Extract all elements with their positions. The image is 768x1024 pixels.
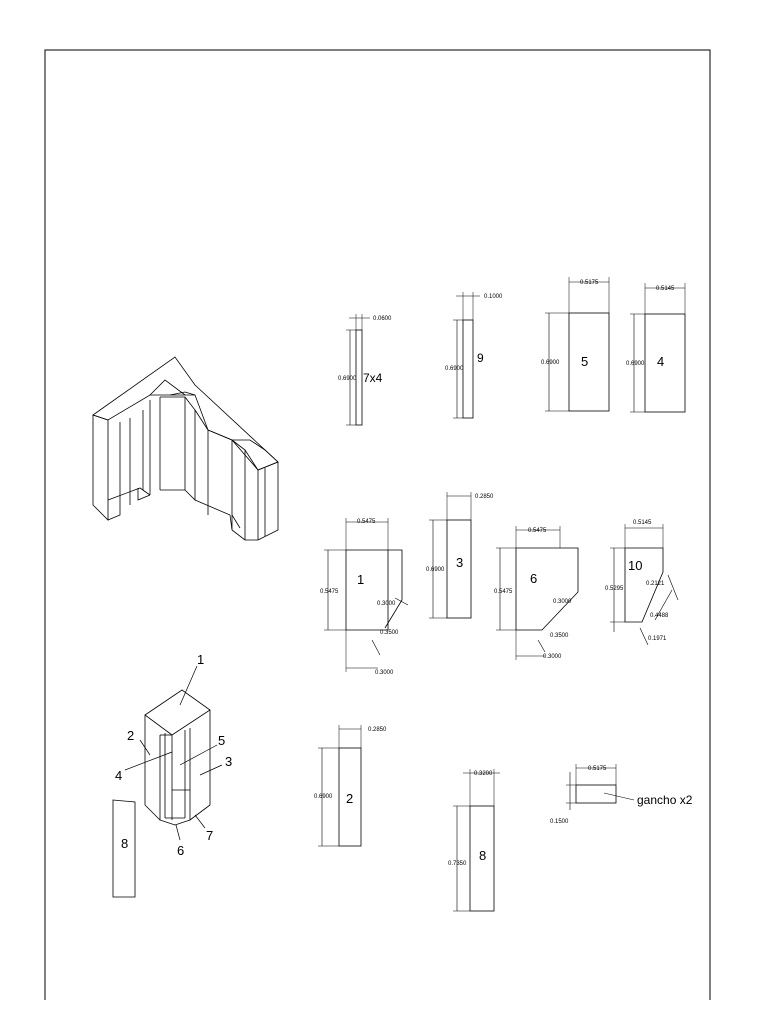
part-4-height: 0.6900 xyxy=(626,361,645,367)
part-4-width: 0.5145 xyxy=(656,286,675,292)
part-9-width: 0.1000 xyxy=(484,294,503,300)
part-3-height: 0.6900 xyxy=(426,567,445,573)
part-7-height: 0.6900 xyxy=(338,376,357,382)
part-1-d1: 0.3000 xyxy=(377,601,396,607)
part-10-d1: 0.2121 xyxy=(646,581,665,587)
part-1-height: 0.5475 xyxy=(320,589,339,595)
part-9-height: 0.6900 xyxy=(445,366,464,372)
part-3-width: 0.2850 xyxy=(475,494,494,500)
part-2-width: 0.2850 xyxy=(368,727,387,733)
part-10-d2: 0.4488 xyxy=(650,613,669,619)
callout-labels: 1 2 3 4 5 6 7 xyxy=(115,652,232,858)
part-3: 0.6900 0.2850 3 xyxy=(426,492,494,619)
part-9: 0.6900 0.1000 9 xyxy=(445,292,503,419)
part-6-width: 0.5475 xyxy=(528,528,547,534)
part-8-width: 0.3200 xyxy=(474,771,493,777)
callout-5: 5 xyxy=(218,733,225,748)
part-5: 0.6900 0.5175 5 xyxy=(541,277,610,412)
part-4: 0.6900 0.5145 4 xyxy=(626,283,686,413)
part-gancho-width: 0.5175 xyxy=(588,766,607,772)
part-3-label: 3 xyxy=(456,555,463,570)
part-5-height: 0.6900 xyxy=(541,360,560,366)
callout-3: 3 xyxy=(225,754,232,769)
part-2-label: 2 xyxy=(346,791,353,806)
part-6: 0.5475 0.5475 0.3000 0.3500 0.3000 6 xyxy=(494,526,579,660)
part-10-width: 0.5145 xyxy=(633,520,652,526)
callout-4: 4 xyxy=(115,768,122,783)
part-5-width: 0.5175 xyxy=(580,280,599,286)
part-8-height: 0.7350 xyxy=(448,861,467,867)
door-8: 8 xyxy=(112,799,136,898)
part-1-d2: 0.3500 xyxy=(380,630,399,636)
isometric-cabinet-assembly xyxy=(92,356,279,541)
part-6-d3: 0.3000 xyxy=(543,654,562,660)
part-6-d2: 0.3500 xyxy=(550,633,569,639)
part-7-width: 0.0600 xyxy=(373,316,392,322)
part-6-label: 6 xyxy=(530,571,537,586)
part-6-height: 0.5475 xyxy=(494,589,513,595)
part-gancho-height: 0.1500 xyxy=(550,819,569,825)
part-1: 0.5475 0.5475 0.3000 0.3500 0.3000 1 xyxy=(320,518,409,676)
part-10-label: 10 xyxy=(628,558,642,573)
part-10-height: 0.5295 xyxy=(605,586,624,592)
part-1-width: 0.5475 xyxy=(357,519,376,525)
part-10: 0.5145 0.5295 0.2121 0.4488 0.1971 10 xyxy=(605,520,679,646)
callout-6: 6 xyxy=(177,843,184,858)
callout-2: 2 xyxy=(127,728,134,743)
door-8-label: 8 xyxy=(121,836,128,851)
part-8: 0.7350 0.3200 8 xyxy=(448,769,500,912)
callout-leaders xyxy=(124,665,223,841)
part-2: 0.6900 0.2850 2 xyxy=(314,725,387,847)
sheet-border xyxy=(44,49,711,1000)
part-2-height: 0.6900 xyxy=(314,794,333,800)
callout-7: 7 xyxy=(206,828,213,843)
part-gancho: 0.5175 0.1500 gancho x2 xyxy=(550,764,693,825)
exploded-corner-unit xyxy=(144,689,211,826)
part-5-label: 5 xyxy=(581,354,588,369)
part-7: 0.6900 0.0600 7x4 xyxy=(338,314,392,426)
part-8-label: 8 xyxy=(479,848,486,863)
part-4-label: 4 xyxy=(657,354,664,369)
callout-1: 1 xyxy=(197,652,204,667)
part-10-d3: 0.1971 xyxy=(648,636,667,642)
part-6-d1: 0.3000 xyxy=(553,599,572,605)
part-9-label: 9 xyxy=(477,351,484,365)
part-7-label: 7x4 xyxy=(363,371,383,385)
part-1-label: 1 xyxy=(357,572,364,587)
part-gancho-label: gancho x2 xyxy=(637,793,693,807)
part-1-d3: 0.3000 xyxy=(375,670,394,676)
